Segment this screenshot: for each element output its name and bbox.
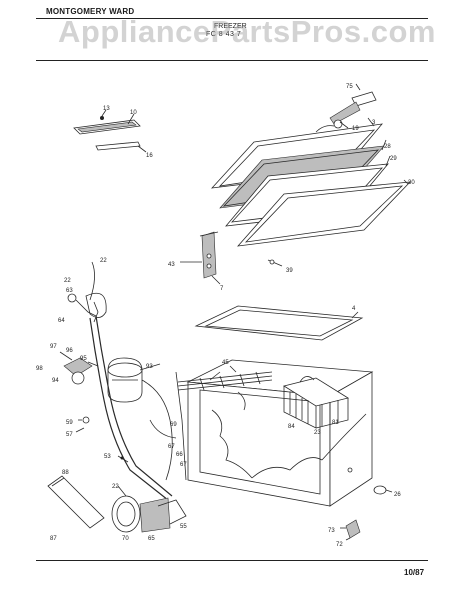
header-rule-lower	[36, 60, 428, 61]
screw-39	[267, 259, 283, 267]
callout-4: 4	[352, 306, 356, 312]
callout-98: 98	[36, 366, 43, 372]
callout-96: 96	[66, 348, 73, 354]
compressor	[107, 357, 161, 403]
callout-65: 65	[148, 536, 155, 542]
watermark: AppliancePartsPros.com	[58, 14, 436, 49]
callout-57: 57	[66, 432, 73, 438]
lid-assembly	[210, 117, 412, 247]
callout-53: 53	[104, 454, 111, 460]
callout-67: 67	[168, 444, 175, 450]
callout-22-upper: 22	[64, 278, 71, 284]
callout-88: 88	[62, 470, 69, 476]
callout-28: 28	[384, 144, 391, 150]
callout-87: 87	[50, 536, 57, 542]
handle-assembly	[73, 109, 147, 153]
leveling-foot	[373, 485, 393, 495]
condenser-coil	[177, 365, 273, 391]
storage-basket	[282, 376, 350, 429]
relay-overload	[59, 351, 99, 385]
callout-97: 97	[50, 344, 57, 350]
callout-75: 75	[346, 84, 353, 90]
callout-72: 72	[336, 542, 343, 548]
callout-22-lower: 22	[112, 484, 119, 490]
screw-icon	[100, 116, 104, 120]
callout-43: 43	[168, 262, 175, 268]
callout-7: 7	[220, 286, 224, 292]
lid-hinge	[180, 231, 221, 285]
product-label: FREEZER	[214, 23, 247, 30]
callout-3: 3	[372, 120, 376, 126]
hinge-assembly	[315, 83, 377, 133]
callout-19: 19	[352, 126, 359, 132]
callout-16: 16	[146, 153, 153, 159]
callout-29: 29	[390, 156, 397, 162]
callout-10: 10	[130, 110, 137, 116]
callout-70: 70	[122, 536, 129, 542]
callout-94: 94	[52, 378, 59, 384]
callout-84: 84	[288, 424, 295, 430]
callout-73: 73	[328, 528, 335, 534]
header-rule	[36, 18, 428, 19]
revision-date: 10/87	[404, 568, 425, 577]
callout-26: 26	[394, 492, 401, 498]
callout-95: 95	[80, 356, 87, 362]
callout-59: 59	[66, 420, 73, 426]
callout-64: 64	[58, 318, 65, 324]
switch-housing	[67, 261, 107, 323]
callout-22: 22	[100, 258, 107, 264]
callout-30: 30	[408, 180, 415, 186]
callout-66: 66	[176, 452, 183, 458]
callout-13: 13	[103, 106, 110, 112]
callout-55: 55	[180, 524, 187, 530]
freezer-cabinet	[186, 359, 374, 507]
callout-63: 63	[66, 288, 73, 294]
callout-69: 69	[170, 422, 177, 428]
callout-81: 81	[332, 420, 339, 426]
drain-plug	[117, 455, 129, 463]
footer-rule	[36, 560, 428, 561]
callout-45: 45	[222, 360, 229, 366]
kick-plate	[47, 475, 105, 529]
breaker-strip-frame	[194, 305, 364, 341]
thermostat	[75, 416, 90, 433]
fan-motor	[111, 485, 187, 533]
callout-39: 39	[286, 268, 293, 274]
brand-label: MONTGOMERY WARD	[46, 7, 135, 16]
callout-23: 23	[314, 430, 321, 436]
lock-assembly	[340, 519, 361, 541]
refrigerant-tubing	[89, 315, 187, 501]
model-number: FC 8 43 7	[206, 31, 242, 38]
callout-93: 93	[146, 364, 153, 370]
callout-67-lower: 67	[180, 462, 187, 468]
